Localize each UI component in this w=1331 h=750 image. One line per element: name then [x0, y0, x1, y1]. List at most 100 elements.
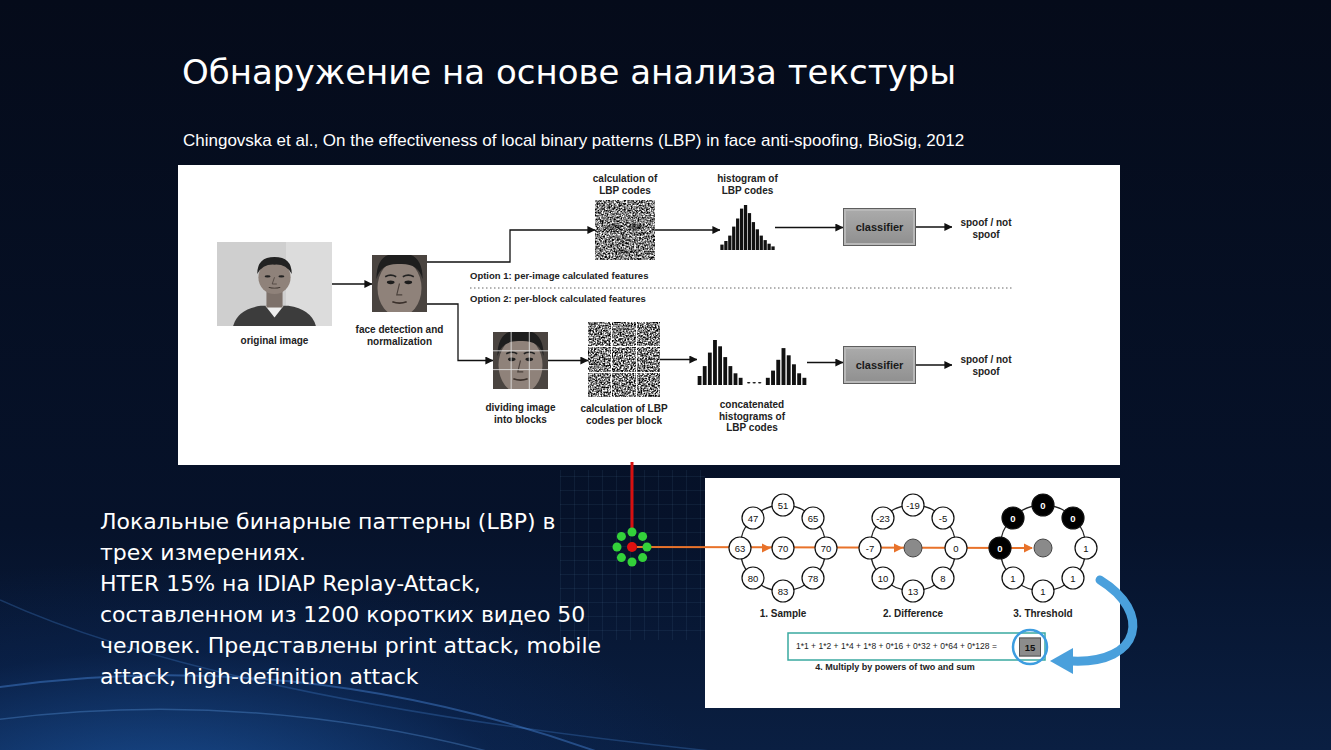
- pixel-value: -5: [939, 513, 947, 524]
- flow-arrow: [548, 360, 588, 361]
- result-label: spoof / not spoof: [955, 354, 1017, 377]
- pixel-circle: [1062, 567, 1084, 589]
- box-label: classifier: [856, 359, 904, 371]
- pixel-circle: [772, 537, 794, 559]
- pixel-value: 78: [808, 573, 819, 584]
- node-picture-part: [588, 322, 660, 397]
- node-picture-part: [748, 213, 751, 250]
- slide-artwork-part: [1034, 539, 1052, 557]
- pixel-circle: [772, 494, 794, 516]
- citation-caption: Chingovska et al., On the effectiveness …: [183, 131, 964, 151]
- pixel-circle: [742, 507, 764, 529]
- node-picture: [217, 242, 332, 326]
- flow-arrow: [775, 227, 843, 228]
- node-picture-part: [740, 209, 743, 250]
- formula-text: 1*1 + 1*2 + 1*4 + 1*8 + 0*16 + 0*32 + 0*…: [796, 641, 997, 651]
- concat-histogram-node: concatenated histograms of LBP codes: [697, 340, 807, 385]
- step-label: 3. Threshold: [1013, 608, 1072, 619]
- slide-artwork-part: [1050, 648, 1073, 674]
- node-picture-part: [621, 230, 628, 243]
- node-picture-part: [233, 306, 316, 326]
- slide-artwork-part: [631, 462, 634, 528]
- node-picture-part: [698, 376, 702, 385]
- pixel-value: -19: [906, 500, 920, 511]
- node-picture-part: [771, 371, 775, 385]
- node-picture-part: [734, 373, 738, 385]
- node-picture-part: [493, 332, 548, 389]
- pixel-circle: [1002, 507, 1024, 529]
- slide-artwork-part: [628, 558, 637, 567]
- node-picture-part: [638, 348, 660, 371]
- node-picture-part: [764, 240, 767, 250]
- box-label: classifier: [856, 221, 904, 233]
- node-picture-part: [736, 219, 739, 251]
- pixel-value: 1: [1070, 573, 1075, 584]
- node-picture-part: [744, 205, 747, 250]
- pixel-value: 83: [778, 586, 789, 597]
- slide-artwork-part: [740, 505, 826, 591]
- node-picture-part: [588, 348, 610, 371]
- pixel-circle: [742, 567, 764, 589]
- node-picture-part: [760, 236, 763, 250]
- node-caption: concatenated histograms of LBP codes: [708, 399, 796, 434]
- slide-artwork-part: [617, 532, 626, 541]
- node-picture-part: [607, 223, 621, 230]
- node-picture: [595, 200, 655, 260]
- node-picture-part: [787, 355, 791, 385]
- node-picture-part: [588, 374, 610, 397]
- pixel-circle: [932, 507, 954, 529]
- node-picture-part: [613, 374, 635, 397]
- pixel-circle: [902, 580, 924, 602]
- node-picture-part: [708, 353, 712, 385]
- node-picture: [588, 322, 660, 397]
- pixel-value: 65: [808, 513, 819, 524]
- classifier-box: classifier: [843, 208, 916, 246]
- node-picture-part: [802, 378, 806, 385]
- flow-arrow: [916, 226, 952, 227]
- node-picture-part: [508, 358, 516, 362]
- pixel-circle: [859, 537, 881, 559]
- node-picture-part: [771, 246, 774, 250]
- slide-artwork-part: [762, 544, 771, 553]
- node-picture-part: [397, 284, 403, 295]
- slide-artwork-part: [904, 539, 922, 557]
- pixel-circle: [1032, 494, 1054, 516]
- pixel-value: 0: [997, 543, 1002, 554]
- slide-artwork-part: [617, 553, 626, 562]
- pixel-value: 0: [1010, 513, 1015, 524]
- node-picture-part: [767, 244, 770, 250]
- node-picture-part: [718, 346, 722, 385]
- node-caption: histogram of LBP codes: [710, 173, 786, 196]
- pixel-circle: [815, 537, 837, 559]
- option-label: Option 2: per-block calculated features: [470, 293, 646, 304]
- node-picture-part: [638, 322, 660, 345]
- node-picture-part: [392, 302, 406, 303]
- node-picture-part: [713, 340, 717, 385]
- pixel-circle: [1062, 507, 1084, 529]
- pixel-value: 47: [748, 513, 759, 524]
- pixel-value: 70: [778, 543, 789, 554]
- slide-artwork-part: [627, 542, 637, 552]
- slide-artwork-part: [1024, 544, 1033, 553]
- photo-node: original image: [217, 242, 332, 326]
- node-picture-part: [792, 364, 796, 385]
- node-picture-part: [385, 275, 396, 276]
- node-caption: calculation of LBP codes: [584, 173, 666, 196]
- node-picture-part: [752, 222, 755, 250]
- slide-artwork-part: [705, 478, 1120, 708]
- node-picture: [697, 340, 807, 385]
- slide-artwork-part: [729, 494, 1097, 602]
- node-picture-part: [403, 275, 414, 276]
- pixel-circle: [802, 507, 824, 529]
- node-picture-part: [518, 361, 524, 372]
- description-text: Локальные бинарные паттерны (LBP) в трех…: [100, 506, 605, 568]
- node-picture-part: [703, 366, 707, 385]
- node-picture: [720, 205, 775, 250]
- node-picture-part: [776, 360, 780, 385]
- pixel-value: 0: [1070, 513, 1075, 524]
- step-label: 1. Sample: [760, 608, 807, 619]
- lbp-image-node: calculation of LBP codes: [595, 200, 655, 260]
- step-label: 4. Multiply by powers of two and sum: [815, 662, 975, 672]
- pixel-circle: [772, 580, 794, 602]
- pixel-circle: [989, 537, 1011, 559]
